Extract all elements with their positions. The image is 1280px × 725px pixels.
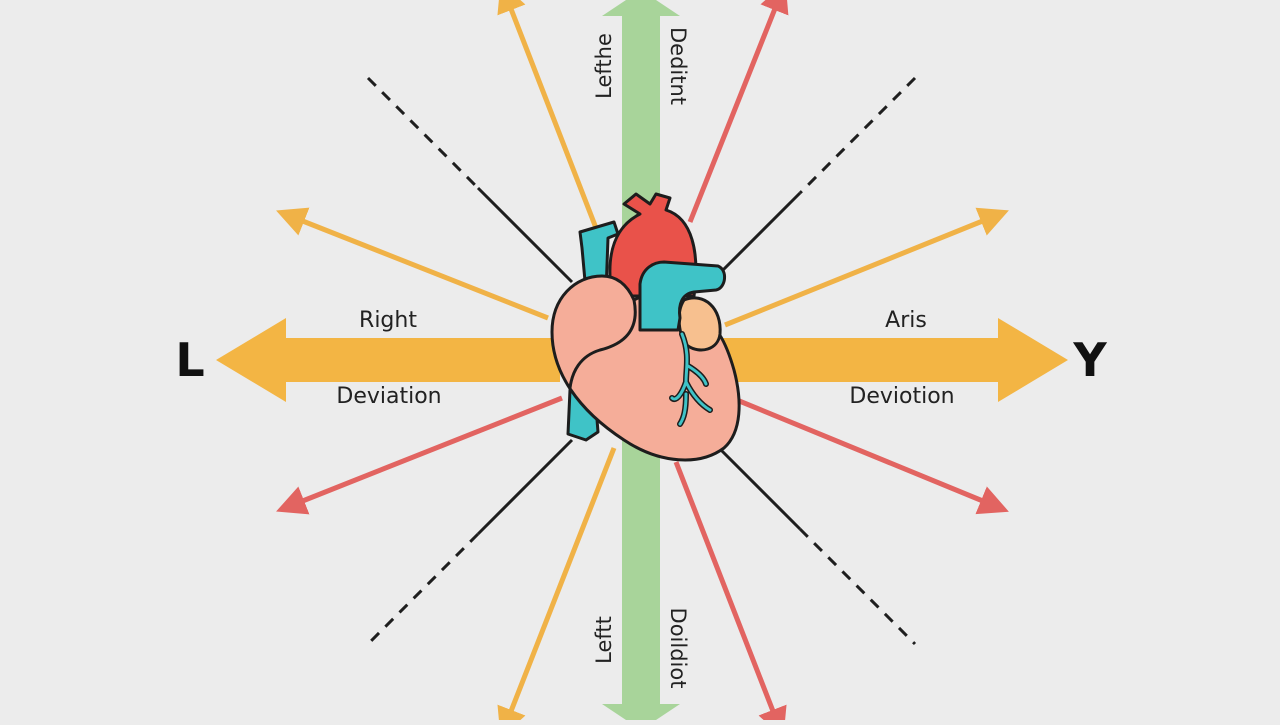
orange-ray-upper-left bbox=[276, 207, 549, 321]
left-lower-label: Deviation bbox=[336, 384, 441, 409]
horizontal-axis-left-arrowhead bbox=[216, 318, 286, 402]
orange-ray-top bbox=[497, 0, 599, 229]
red-ray-top bbox=[687, 0, 789, 223]
red-ray-lower-right bbox=[731, 395, 1009, 515]
red-ray-bottom bbox=[673, 461, 787, 725]
vertical-axis bbox=[602, 0, 680, 725]
dashed-line-lower-left bbox=[366, 532, 480, 646]
orange-ray-upper-right bbox=[724, 207, 1009, 328]
heart-icon bbox=[550, 192, 741, 462]
vertical-axis-bottom-arrowhead bbox=[602, 704, 680, 725]
vertical-axis-top-bar bbox=[622, 12, 660, 227]
axis-letter-right: Y bbox=[1072, 333, 1107, 387]
heart-superior-vena-cava bbox=[578, 220, 620, 294]
right-lower-label: Deviotion bbox=[849, 384, 954, 409]
dashed-line-upper-right bbox=[798, 76, 917, 195]
right-upper-label: Aris bbox=[885, 308, 927, 333]
vertical-axis-bottom-bar bbox=[622, 440, 660, 708]
heart-coronary-vessel-fill bbox=[670, 332, 712, 426]
horizontal-axis-right-arrowhead bbox=[998, 318, 1068, 402]
orange-ray-bottom bbox=[497, 447, 617, 725]
bottom-left-vertical-label: Leftt bbox=[592, 616, 616, 664]
top-left-vertical-label: Lefthe bbox=[592, 33, 616, 99]
dashed-line-upper-left bbox=[366, 76, 480, 190]
heart-pulmonary-artery bbox=[638, 260, 726, 332]
heart-left-ventricle-divider bbox=[568, 298, 637, 390]
bottom-right-vertical-label: Doildiot bbox=[666, 608, 690, 689]
horizontal-axis-left-bar bbox=[282, 338, 560, 382]
solid-line-lower-left bbox=[476, 438, 574, 536]
horizontal-axis bbox=[216, 318, 1068, 402]
left-upper-label: Right bbox=[359, 308, 417, 333]
axis-letter-left: L bbox=[175, 333, 204, 387]
red-ray-lower-left bbox=[276, 395, 563, 515]
solid-line-lower-right bbox=[714, 443, 802, 531]
red-rays bbox=[276, 0, 1009, 725]
dashed-guides bbox=[366, 76, 917, 646]
solid-line-upper-right bbox=[714, 191, 802, 279]
orange-rays bbox=[276, 0, 1009, 725]
dashed-line-lower-right bbox=[798, 527, 917, 646]
vertical-axis-top-arrowhead bbox=[602, 0, 680, 16]
top-right-vertical-label: Deditnt bbox=[666, 27, 690, 105]
solid-line-upper-left bbox=[476, 186, 574, 284]
horizontal-axis-right-bar bbox=[720, 338, 1002, 382]
